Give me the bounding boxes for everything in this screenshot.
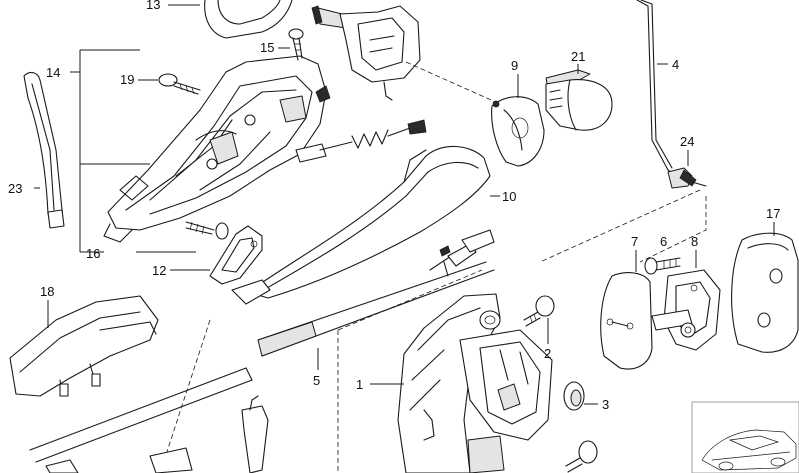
part-7-plate-shape [600,272,653,370]
part-19-screw-shape [158,73,201,95]
part-13-shape [204,0,293,39]
part-9-cap-shape [491,96,545,167]
label-19: 19 [120,72,134,87]
label-9: 9 [511,58,518,73]
label-3: 3 [602,397,609,412]
part-16-screw-shape [185,221,229,240]
part-12-bezel-shape [209,225,263,285]
label-4: 4 [672,57,679,72]
part-17-panel-shape [731,232,799,353]
label-6: 6 [660,234,667,249]
guide-lines-lock [159,269,483,473]
guide-line-24 [539,189,701,263]
leader-lines [34,4,775,405]
label-13: 13 [146,0,160,12]
part-21-cover-shape [545,69,613,131]
label-5: 5 [313,373,320,388]
label-14: 14 [46,65,60,80]
label-23: 23 [8,181,22,196]
part-15-screw-shape [288,28,304,61]
part-18-cover-shape [9,295,159,397]
label-16: 16 [86,246,100,261]
part-10-handle-shape [231,145,491,305]
label-1: 1 [356,377,363,392]
part-23-strap-shape [23,71,65,229]
part-8-striker-shape [651,269,721,351]
part-24-clip-shape [667,167,707,189]
bottom-screw-shape [565,440,598,473]
bottom-left-parts-shape [45,395,269,473]
label-7: 7 [631,234,638,249]
label-10: 10 [502,189,516,204]
label-21: 21 [571,49,585,64]
part-3-grommet-shape [563,381,585,411]
handle-carrier-shape [103,55,331,243]
part-1-lock-shape [397,293,553,473]
label-12: 12 [152,263,166,278]
label-2: 2 [544,346,551,361]
spring-rod-shape [295,119,427,163]
label-8: 8 [691,234,698,249]
label-18: 18 [40,284,54,299]
label-24: 24 [680,134,694,149]
car-thumbnail [691,401,799,473]
part-4-rod-shape [636,0,677,177]
part-2-screw-shape [523,295,555,327]
label-17: 17 [766,206,780,221]
guide-line-right [639,196,707,263]
cable-connector-shape [429,229,495,277]
guide-line [405,61,501,105]
label-15: 15 [260,40,274,55]
lock-cylinder-shape [311,5,421,101]
part-6-screw-shape [644,257,681,275]
